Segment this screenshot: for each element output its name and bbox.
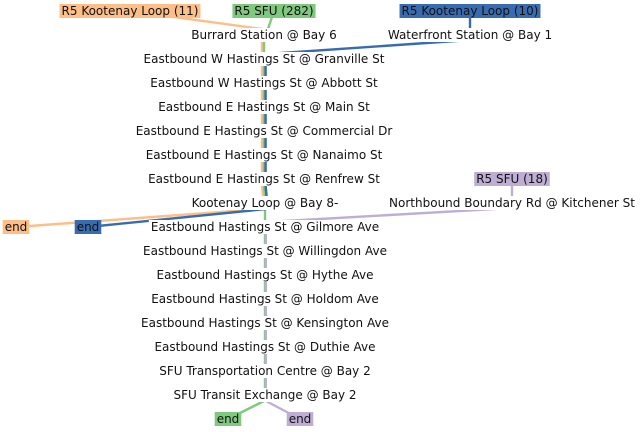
stop-node-hythe: Eastbound Hastings St @ Hythe Ave — [154, 268, 376, 282]
end-node-end-kootenay-11-box — [2, 220, 30, 234]
route-node-r5-kootenay-10-box — [399, 4, 541, 18]
stop-node-willingdon: Eastbound Hastings St @ Willingdon Ave — [141, 244, 389, 258]
stop-node-boundary-bg — [387, 196, 637, 210]
stop-node-gilmore-bg — [148, 220, 382, 234]
stop-node-kootenay-label: Kootenay Loop @ Bay 8- — [192, 196, 339, 210]
end-node-end-sfu-18-label: end — [289, 412, 312, 426]
stop-node-renfrew-bg — [146, 172, 382, 186]
end-node-end-sfu-282: end — [214, 412, 242, 426]
route-node-r5-kootenay-11-label: R5 Kootenay Loop (11) — [62, 4, 199, 18]
end-node-end-kootenay-11-label: end — [5, 220, 28, 234]
route-edges — [15, 9, 514, 421]
stop-node-commercial-bg — [133, 124, 395, 138]
end-node-end-kootenay-10-label: end — [77, 220, 100, 234]
stop-node-hythe-label: Eastbound Hastings St @ Hythe Ave — [156, 268, 373, 282]
stop-node-kensington: Eastbound Hastings St @ Kensington Ave — [139, 316, 391, 330]
stop-node-main-bg — [156, 100, 372, 114]
stop-node-abbott-label: Eastbound W Hastings St @ Abbott St — [150, 76, 378, 90]
route-node-r5-kootenay-11-box — [59, 4, 201, 18]
route-edge-r5-kootenay-10 — [87, 207, 267, 229]
route-node-r5-sfu-18: R5 SFU (18) — [474, 172, 550, 186]
end-node-end-kootenay-11: end — [2, 220, 30, 234]
stop-node-willingdon-label: Eastbound Hastings St @ Willingdon Ave — [143, 244, 387, 258]
stop-node-burrard-bg — [189, 28, 339, 42]
route-node-r5-sfu-282: R5 SFU (282) — [232, 4, 316, 18]
stop-node-commercial: Eastbound E Hastings St @ Commercial Dr — [133, 124, 395, 138]
route-node-r5-sfu-18-box — [474, 172, 550, 186]
stop-node-holdom: Eastbound Hastings St @ Holdom Ave — [149, 292, 381, 306]
stop-node-granville-label: Eastbound W Hastings St @ Granville St — [144, 52, 385, 66]
stop-node-boundary: Northbound Boundary Rd @ Kitchener St — [387, 196, 637, 210]
end-node-end-sfu-18-box — [286, 412, 314, 426]
end-node-end-kootenay-10: end — [74, 220, 102, 234]
route-edge-r5-kootenay-11 — [260, 185, 265, 197]
stop-node-granville: Eastbound W Hastings St @ Granville St — [141, 52, 387, 66]
stop-node-kensington-bg — [139, 316, 391, 330]
route-node-r5-kootenay-11: R5 Kootenay Loop (11) — [59, 4, 201, 18]
stop-node-sfu-tc-bg — [157, 364, 373, 378]
stop-node-main: Eastbound E Hastings St @ Main St — [156, 100, 372, 114]
stop-node-waterfront-label: Waterfront Station @ Bay 1 — [388, 28, 552, 42]
stop-node-kootenay-bg — [189, 196, 341, 210]
diagram-nodes: R5 Kootenay Loop (11) R5 SFU (282) R5 Koot… — [2, 4, 637, 426]
route-edge-r5-sfu-282 — [262, 185, 267, 197]
stop-node-kootenay: Kootenay Loop @ Bay 8- — [189, 196, 341, 210]
route-edge-r5-kootenay-10 — [266, 38, 471, 56]
route-node-r5-sfu-18-label: R5 SFU (18) — [476, 172, 548, 186]
stop-node-gilmore-label: Eastbound Hastings St @ Gilmore Ave — [151, 220, 379, 234]
end-node-end-sfu-282-box — [214, 412, 242, 426]
stop-node-burrard-label: Burrard Station @ Bay 6 — [191, 28, 336, 42]
end-node-end-kootenay-10-box — [74, 220, 102, 234]
stop-node-nanaimo-label: Eastbound E Hastings St @ Nanaimo St — [146, 148, 383, 162]
stop-node-renfrew: Eastbound E Hastings St @ Renfrew St — [146, 172, 382, 186]
stop-node-sfu-exchange-label: SFU Transit Exchange @ Bay 2 — [173, 388, 356, 402]
stop-node-commercial-label: Eastbound E Hastings St @ Commercial Dr — [136, 124, 393, 138]
stop-node-renfrew-label: Eastbound E Hastings St @ Renfrew St — [148, 172, 380, 186]
stop-node-duthie: Eastbound Hastings St @ Duthie Ave — [152, 340, 378, 354]
stop-node-kensington-label: Eastbound Hastings St @ Kensington Ave — [141, 316, 389, 330]
stop-node-granville-bg — [141, 52, 387, 66]
stop-node-abbott-bg — [148, 76, 380, 90]
route-edge-r5-kootenay-11 — [15, 207, 263, 229]
stop-node-main-label: Eastbound E Hastings St @ Main St — [158, 100, 370, 114]
end-node-end-sfu-282-label: end — [217, 412, 240, 426]
stop-node-waterfront: Waterfront Station @ Bay 1 — [385, 28, 555, 42]
route-edge-r5-kootenay-10 — [264, 185, 268, 197]
stop-node-sfu-tc: SFU Transportation Centre @ Bay 2 — [157, 364, 373, 378]
stop-node-holdom-bg — [149, 292, 381, 306]
stop-node-burrard: Burrard Station @ Bay 6 — [189, 28, 339, 42]
stop-node-duthie-bg — [152, 340, 378, 354]
stop-node-holdom-label: Eastbound Hastings St @ Holdom Ave — [151, 292, 379, 306]
route-node-r5-sfu-282-box — [232, 4, 316, 18]
stop-node-sfu-exchange: SFU Transit Exchange @ Bay 2 — [171, 388, 359, 402]
stop-node-gilmore: Eastbound Hastings St @ Gilmore Ave — [148, 220, 382, 234]
route-node-r5-sfu-282-label: R5 SFU (282) — [234, 4, 313, 18]
stop-node-hythe-bg — [154, 268, 376, 282]
route-node-r5-kootenay-10-label: R5 Kootenay Loop (10) — [402, 4, 539, 18]
stop-node-duthie-label: Eastbound Hastings St @ Duthie Ave — [154, 340, 375, 354]
stop-node-nanaimo-bg — [143, 148, 385, 162]
stop-node-willingdon-bg — [141, 244, 389, 258]
stop-node-sfu-tc-label: SFU Transportation Centre @ Bay 2 — [159, 364, 370, 378]
route-edge-r5-sfu-18 — [266, 206, 513, 224]
stop-node-waterfront-bg — [385, 28, 555, 42]
stop-node-abbott: Eastbound W Hastings St @ Abbott St — [148, 76, 380, 90]
stop-node-boundary-label: Northbound Boundary Rd @ Kitchener St — [389, 196, 635, 210]
route-node-r5-kootenay-10: R5 Kootenay Loop (10) — [399, 4, 541, 18]
end-node-end-sfu-18: end — [286, 412, 314, 426]
stop-node-sfu-exchange-bg — [171, 388, 359, 402]
stop-node-nanaimo: Eastbound E Hastings St @ Nanaimo St — [143, 148, 385, 162]
